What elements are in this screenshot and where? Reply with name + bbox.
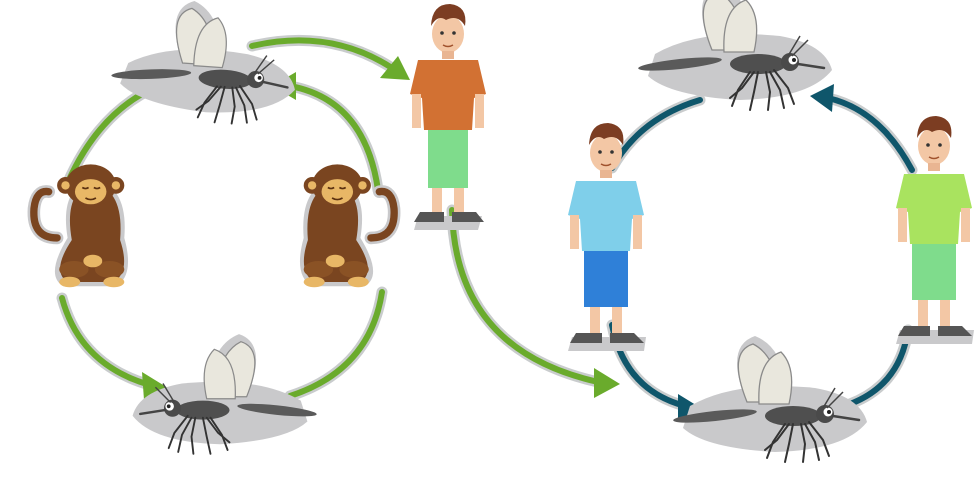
monkey-icon [34, 164, 128, 287]
spillover-arrow-to-urban [446, 204, 620, 398]
person-icon [410, 3, 486, 230]
spillover-arrow-to-human [246, 34, 410, 80]
mosquito-icon [636, 0, 834, 112]
mosquito-icon [106, 0, 302, 129]
urban-arrow-top-right [810, 84, 918, 176]
person-icon [896, 115, 974, 344]
sylvatic-arrow-left-down [56, 292, 168, 400]
mosquito-icon [671, 334, 869, 464]
urban-arrow-top-left [606, 94, 706, 174]
sylvatic-arrow-right-down [284, 286, 388, 402]
person-icon [568, 122, 646, 351]
